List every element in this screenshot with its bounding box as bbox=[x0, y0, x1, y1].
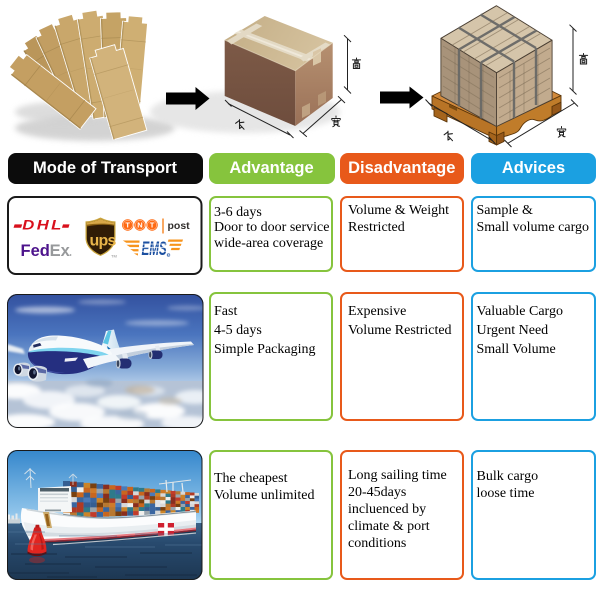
svg-text:N: N bbox=[137, 220, 142, 229]
svg-text:DHL: DHL bbox=[22, 217, 63, 232]
svg-text:Ex: Ex bbox=[50, 241, 71, 259]
svg-text:EMS: EMS bbox=[142, 237, 167, 259]
svg-text:ups: ups bbox=[90, 232, 117, 249]
svg-text:R: R bbox=[167, 253, 170, 257]
svg-text:TM: TM bbox=[111, 253, 117, 258]
svg-text:T: T bbox=[125, 220, 130, 229]
svg-text:post: post bbox=[168, 220, 191, 232]
svg-text:Fed: Fed bbox=[21, 241, 50, 259]
svg-text:T: T bbox=[150, 220, 155, 229]
